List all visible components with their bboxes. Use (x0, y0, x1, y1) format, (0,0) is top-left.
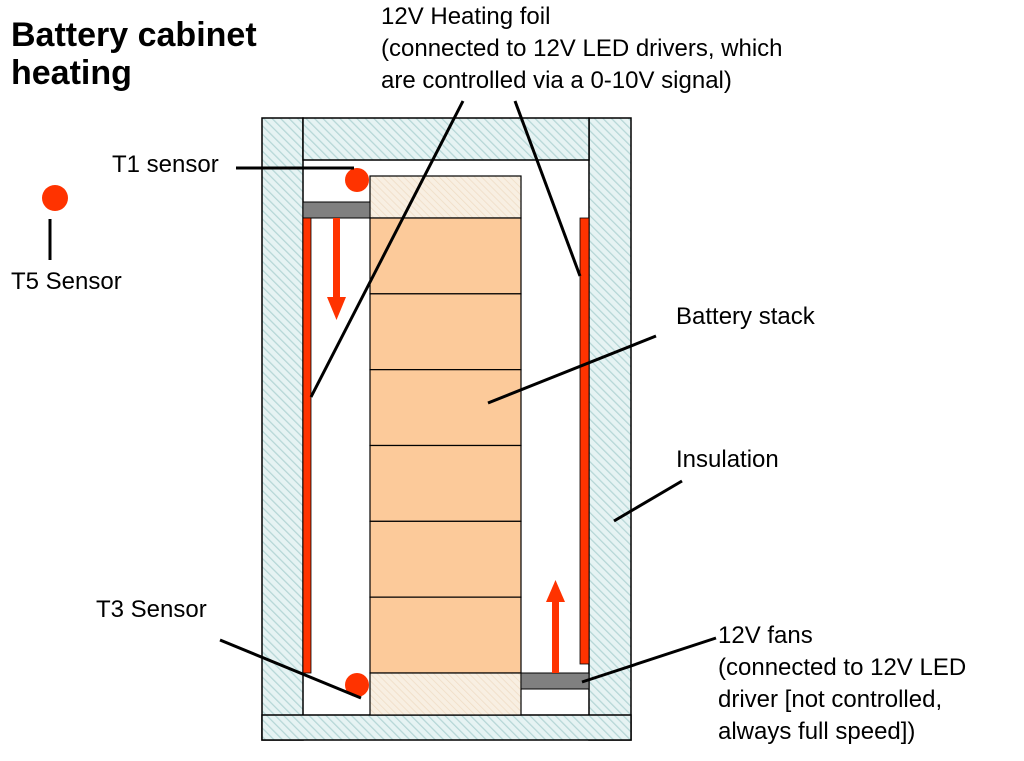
heating-foil-right (579, 217, 590, 665)
heating-foil-label-line-2: (connected to 12V LED drivers, which (381, 35, 783, 62)
fans-label-line-3: driver [not controlled, (718, 686, 943, 713)
battery-bottom-end (369, 672, 522, 716)
leader-battery-stack (487, 334, 657, 405)
t5-sensor-label: T5 Sensor (11, 268, 122, 295)
leader-insulation (613, 479, 683, 523)
insulation-bottom (261, 714, 632, 741)
battery-stack (369, 175, 522, 716)
insulation-right-wall (588, 117, 632, 741)
battery-stack-label: Battery stack (676, 303, 815, 330)
heating-foil-label: 12V Heating foil (connected to 12V LED d… (381, 1, 783, 97)
leader-heating-left (309, 100, 465, 398)
battery-cell (369, 217, 522, 295)
leader-lines (48, 100, 717, 700)
t3-sensor-label: T3 Sensor (96, 596, 207, 623)
title-line-2: heating (11, 54, 132, 92)
insulation-label: Insulation (676, 446, 779, 473)
leader-heating-right (513, 100, 582, 277)
fan-right-bottom (520, 672, 590, 690)
airflow-arrow-down (327, 218, 346, 320)
battery-cell (369, 369, 522, 447)
t1-sensor-label: T1 sensor (112, 151, 219, 178)
t1-sensor-dot (345, 168, 369, 192)
t5-sensor-dot (42, 185, 68, 211)
fans-label-line-4: always full speed]) (718, 718, 916, 745)
insulation (261, 117, 632, 741)
battery-cell (369, 520, 522, 598)
leader-t3 (219, 638, 362, 700)
battery-cell (369, 596, 522, 674)
fans-label-line-1: 12V fans (718, 622, 813, 649)
airflow-arrow-up (546, 580, 565, 673)
fans-label: 12V fans (connected to 12V LED driver [n… (718, 620, 966, 748)
page-title: Battery cabinet heating (11, 16, 257, 92)
title-line-1: Battery cabinet (11, 16, 257, 54)
heating-foil-label-line-1: 12V Heating foil (381, 3, 551, 30)
battery-cell (369, 293, 522, 371)
fans-label-line-2: (connected to 12V LED (718, 654, 967, 681)
fan-left-top (302, 201, 371, 219)
heating-foil-left (302, 217, 312, 674)
leader-fans (581, 636, 717, 684)
t3-sensor-dot (345, 673, 369, 697)
heating-foil-label-line-3: are controlled via a 0-10V signal) (381, 67, 732, 94)
insulation-top (302, 117, 590, 161)
battery-top-end (369, 175, 522, 219)
battery-cell (369, 444, 522, 522)
insulation-left-wall (261, 117, 304, 741)
